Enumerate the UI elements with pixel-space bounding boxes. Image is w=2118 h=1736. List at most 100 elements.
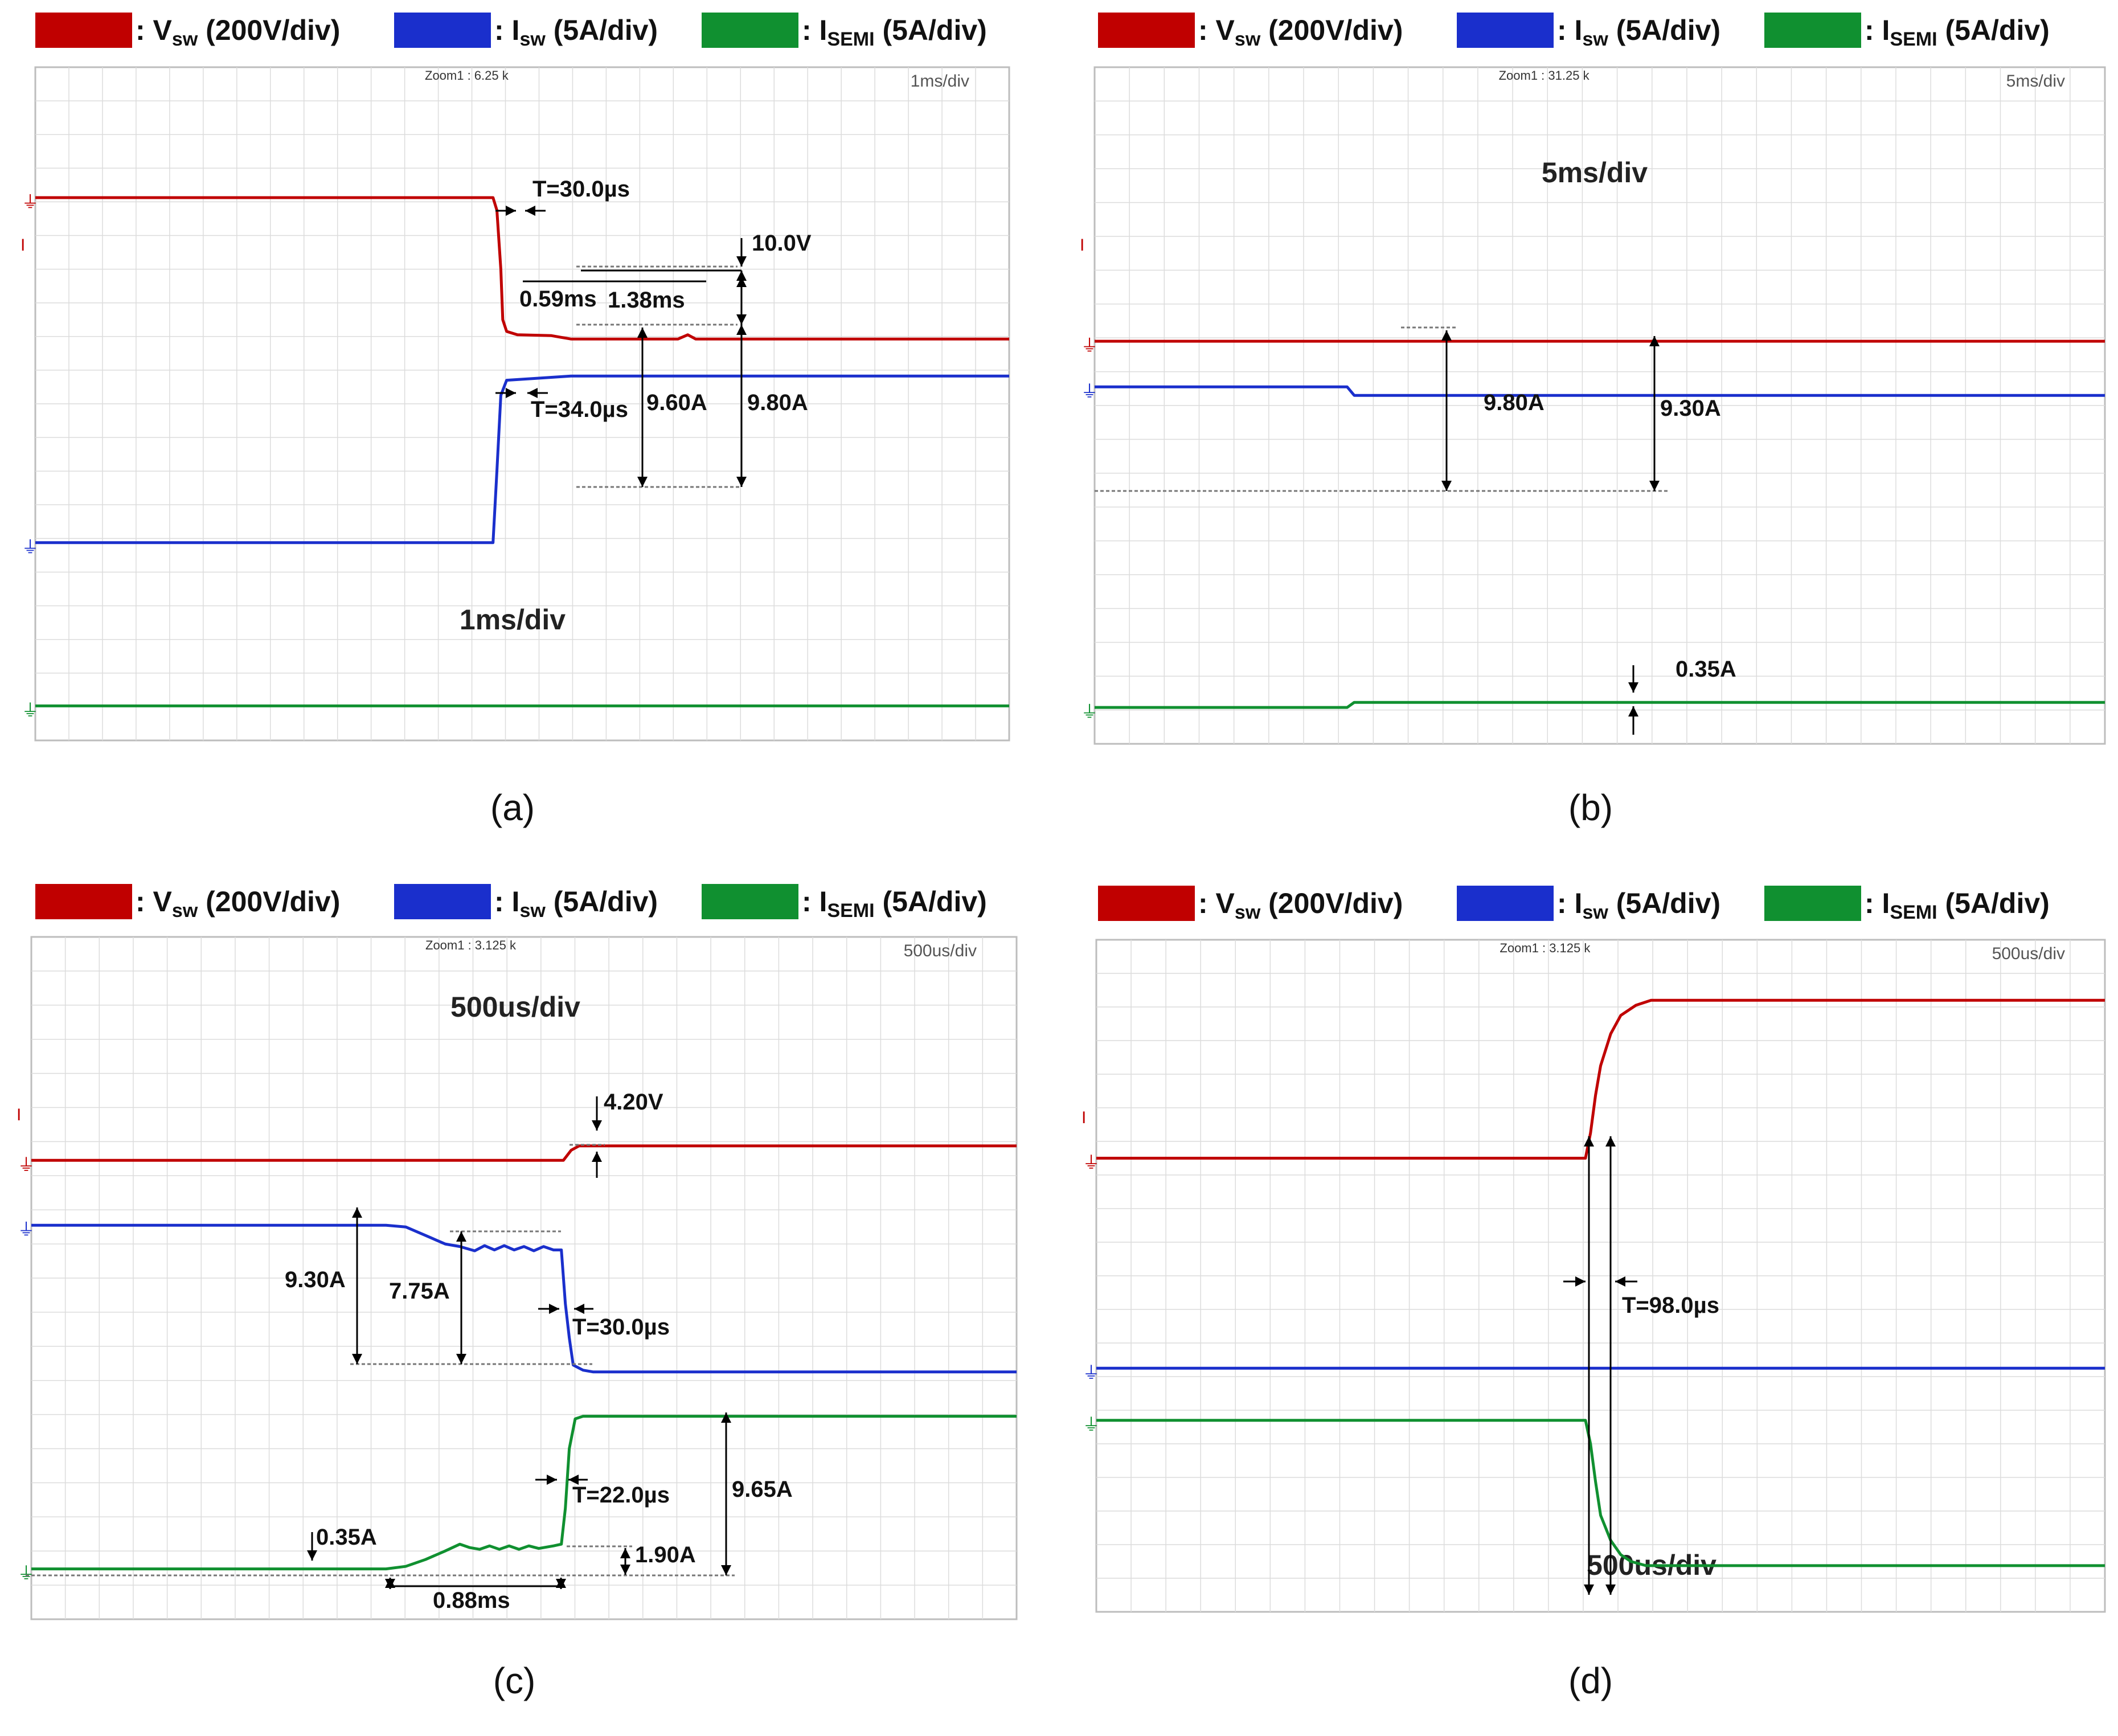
ground-marker-icon: ⏚ [1083, 1154, 1100, 1173]
annotation-label: T=30.0µs [532, 177, 630, 202]
annotation-label: 9.60A [646, 390, 707, 415]
legend-sep: : [802, 886, 820, 918]
annotation-label: 9.80A [1484, 390, 1545, 415]
arrow-down-icon [721, 1565, 731, 1575]
arrow-icon [592, 1152, 602, 1162]
legend-rest: (5A/div) [1937, 887, 2050, 919]
legend-sep: : [1557, 14, 1575, 46]
arrow-up-icon [456, 1231, 466, 1242]
annotation-label: 1.90A [635, 1542, 696, 1567]
timebase-label: 500us/div [904, 941, 977, 960]
annotation-label: 4.20V [604, 1090, 663, 1115]
legend-sub: SEMI [827, 28, 874, 50]
arrow-icon [1628, 682, 1638, 693]
annotation-label: 9.65A [732, 1477, 793, 1502]
annotation-label: 7.75A [389, 1279, 450, 1304]
timebase-label: 1ms/div [911, 72, 969, 91]
arrow-icon [736, 277, 747, 287]
annotation-label: T=22.0µs [572, 1483, 670, 1508]
legend-rest: (200V/div) [198, 14, 340, 46]
ground-marker-icon: ⏚ [18, 1565, 35, 1583]
panel-caption: (d) [1568, 1660, 1613, 1701]
legend-sep: : [1865, 14, 1882, 46]
legend-sep: : [136, 14, 153, 46]
trace-isemi [1096, 1419, 2105, 1567]
trigger-marker-icon: I [17, 1106, 21, 1124]
arrow-icon [547, 1475, 557, 1485]
legend-main: V [153, 14, 173, 46]
arrow-down-icon [620, 1565, 630, 1575]
ground-marker-icon: ⏚ [1081, 337, 1098, 355]
zoom-label: Zoom1 : 6.25 k [425, 68, 509, 83]
legend-rest: (5A/div) [875, 886, 987, 918]
trigger-marker-icon: I [1080, 236, 1084, 255]
arrow-down-icon [1584, 1584, 1594, 1595]
legend-main: I [1575, 887, 1583, 919]
legend-sub: sw [519, 900, 546, 922]
legend-swatch-isw [394, 13, 491, 48]
legend-sub: sw [172, 28, 198, 50]
timebase-center-label: 500us/div [450, 991, 580, 1023]
arrow-up-icon [736, 271, 747, 281]
legend-sub: SEMI [1890, 902, 1937, 923]
arrow-icon [1615, 1276, 1625, 1287]
timebase-label: 5ms/div [2006, 72, 2065, 91]
panel-caption: (c) [493, 1660, 536, 1701]
annotation-label: T=34.0µs [531, 397, 628, 422]
trace-isw [31, 1223, 1017, 1374]
zoom-label: Zoom1 : 3.125 k [425, 938, 517, 952]
legend-label-isemi: : ISEMI (5A/div) [802, 14, 987, 50]
arrow-down-icon [637, 477, 648, 487]
legend-sep: : [1865, 887, 1882, 919]
legend-swatch-vsw [1098, 886, 1195, 921]
legend-main: I [512, 14, 520, 46]
legend-main: I [820, 14, 827, 46]
legend-label-vsw: : Vsw (200V/div) [136, 886, 340, 922]
legend-swatch-isw [394, 884, 491, 919]
annotation-label: 0.35A [1675, 657, 1736, 682]
ground-marker-icon: ⏚ [1083, 1416, 1100, 1435]
arrow-up-icon [1441, 330, 1452, 341]
legend-main: I [1882, 14, 1890, 46]
trace-isw [1095, 385, 2105, 397]
annotation-label: 0.88ms [433, 1588, 510, 1613]
trigger-marker-icon: I [1081, 1108, 1086, 1127]
legend-swatch-isemi [1764, 886, 1861, 921]
legend-main: I [1882, 887, 1890, 919]
annotation-label: 10.0V [752, 231, 812, 256]
chart-panel-d: : Vsw (200V/div): Isw (5A/div): ISEMI (5… [1081, 886, 2106, 1701]
annotation-label: 0.35A [316, 1525, 377, 1550]
arrow-icon [592, 1120, 602, 1131]
annotation-label: T=98.0µs [1622, 1293, 1719, 1318]
legend-sep: : [1198, 14, 1216, 46]
legend-rest: (5A/div) [1608, 887, 1720, 919]
legend-sub: sw [519, 28, 546, 50]
legend-label-isw: : Isw (5A/div) [1557, 887, 1720, 923]
legend-rest: (5A/div) [1608, 14, 1720, 46]
legend-swatch-isemi [702, 884, 798, 919]
legend-sub: sw [1235, 28, 1261, 50]
arrow-up-icon [736, 325, 747, 335]
legend-rest: (200V/div) [1260, 887, 1403, 919]
legend-sep: : [494, 886, 512, 918]
arrow-icon [568, 1475, 579, 1485]
ground-marker-icon: ⏚ [18, 1156, 35, 1174]
legend-swatch-vsw [1098, 13, 1195, 48]
chart-panel-b: : Vsw (200V/div): Isw (5A/div): ISEMI (5… [1080, 13, 2106, 828]
legend-sub: sw [1582, 28, 1608, 50]
arrow-up-icon [352, 1207, 362, 1218]
legend-main: I [512, 886, 520, 918]
legend-swatch-isw [1457, 13, 1554, 48]
legend-sep: : [136, 886, 153, 918]
arrow-icon [506, 388, 516, 398]
legend-swatch-isw [1457, 886, 1554, 921]
timebase-center-label: 1ms/div [460, 604, 566, 636]
legend-rest: (5A/div) [875, 14, 987, 46]
legend-main: V [153, 886, 173, 918]
arrow-icon [527, 388, 538, 398]
legend-swatch-isemi [702, 13, 798, 48]
arrow-up-icon [1584, 1136, 1594, 1147]
ground-marker-icon: ⏚ [22, 538, 39, 557]
zoom-label: Zoom1 : 3.125 k [1500, 941, 1591, 955]
